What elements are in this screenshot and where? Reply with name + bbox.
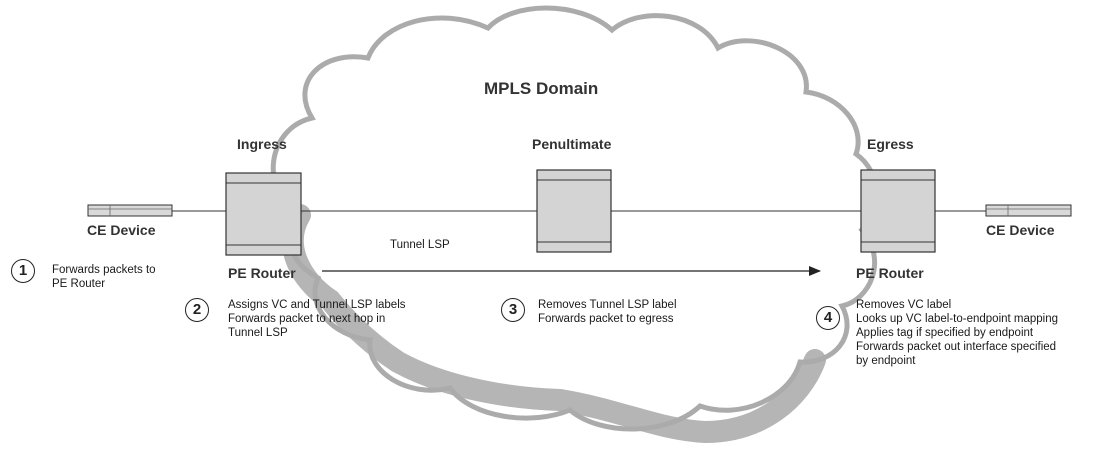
step-2-line-2: Forwards packet to next hop in — [228, 313, 386, 325]
step-2-line-1: Assigns VC and Tunnel LSP labels — [228, 299, 406, 311]
pe-router-left-label: PE Router — [228, 265, 296, 281]
step-3-line-2: Forwards packet to egress — [538, 313, 674, 325]
step-4-badge: 4 — [816, 306, 840, 330]
ce-device-left-label: CE Device — [87, 222, 156, 238]
ce-device-right-label: CE Device — [986, 222, 1055, 238]
step-1-badge: 1 — [11, 259, 35, 283]
step-4-text: Removes VC label Looks up VC label-to-en… — [856, 298, 1058, 368]
egress-heading: Egress — [867, 136, 914, 152]
step-4-line-5: by endpoint — [856, 355, 916, 367]
step-4-line-3: Applies tag if specified by endpoint — [856, 327, 1034, 339]
step-3-badge: 3 — [501, 298, 525, 322]
mpls-domain-title: MPLS Domain — [484, 79, 599, 98]
step-1-line-2: PE Router — [52, 278, 106, 290]
ce-device-left-icon — [87, 204, 173, 217]
ce-device-right-icon — [985, 204, 1072, 217]
step-4-line-4: Forwards packet out interface specified — [856, 341, 1057, 353]
step-4-line-2: Looks up VC label-to-endpoint mapping — [856, 313, 1059, 325]
step-1-line-1: Forwards packets to — [52, 264, 156, 276]
penultimate-router-icon — [536, 169, 612, 253]
ingress-heading: Ingress — [237, 136, 287, 152]
ingress-router-icon — [225, 172, 302, 256]
step-2-text: Assigns VC and Tunnel LSP labels Forward… — [228, 298, 406, 340]
tunnel-lsp-label: Tunnel LSP — [390, 239, 450, 251]
egress-router-icon — [860, 169, 936, 253]
penultimate-heading: Penultimate — [532, 136, 612, 152]
pe-router-right-label: PE Router — [856, 265, 924, 281]
step-3-line-1: Removes Tunnel LSP label — [538, 299, 677, 311]
step-1-text: Forwards packets to PE Router — [52, 263, 156, 291]
step-2-line-3: Tunnel LSP — [228, 327, 288, 339]
step-4-line-1: Removes VC label — [856, 299, 952, 311]
step-2-badge: 2 — [185, 298, 209, 322]
cloud-shadow — [281, 204, 826, 444]
step-3-text: Removes Tunnel LSP label Forwards packet… — [538, 298, 677, 326]
